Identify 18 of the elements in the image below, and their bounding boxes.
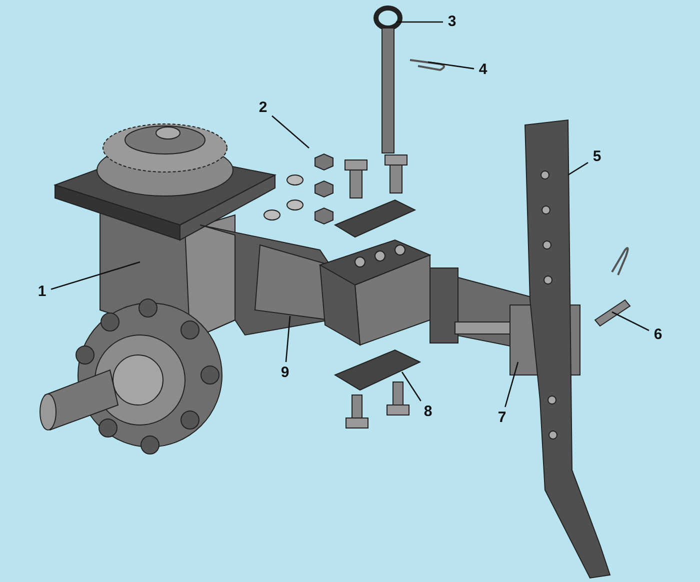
callout-number: 7	[494, 408, 510, 428]
leader-line	[401, 372, 422, 402]
callout-number: 9	[277, 363, 293, 383]
leader-line	[612, 311, 650, 332]
callout-number: 2	[255, 98, 271, 118]
leader-line	[50, 261, 140, 290]
leader-line	[272, 115, 310, 148]
leader-line	[285, 316, 291, 362]
leader-line	[568, 162, 588, 176]
leader-line	[428, 61, 474, 70]
leader-line	[396, 21, 443, 23]
leader-line	[504, 362, 519, 408]
callout-number: 5	[589, 147, 605, 167]
callout-number: 3	[444, 12, 460, 32]
callout-number: 4	[475, 60, 491, 80]
callout-number: 6	[650, 325, 666, 345]
callout-number: 1	[34, 282, 50, 302]
callout-number: 8	[420, 402, 436, 422]
